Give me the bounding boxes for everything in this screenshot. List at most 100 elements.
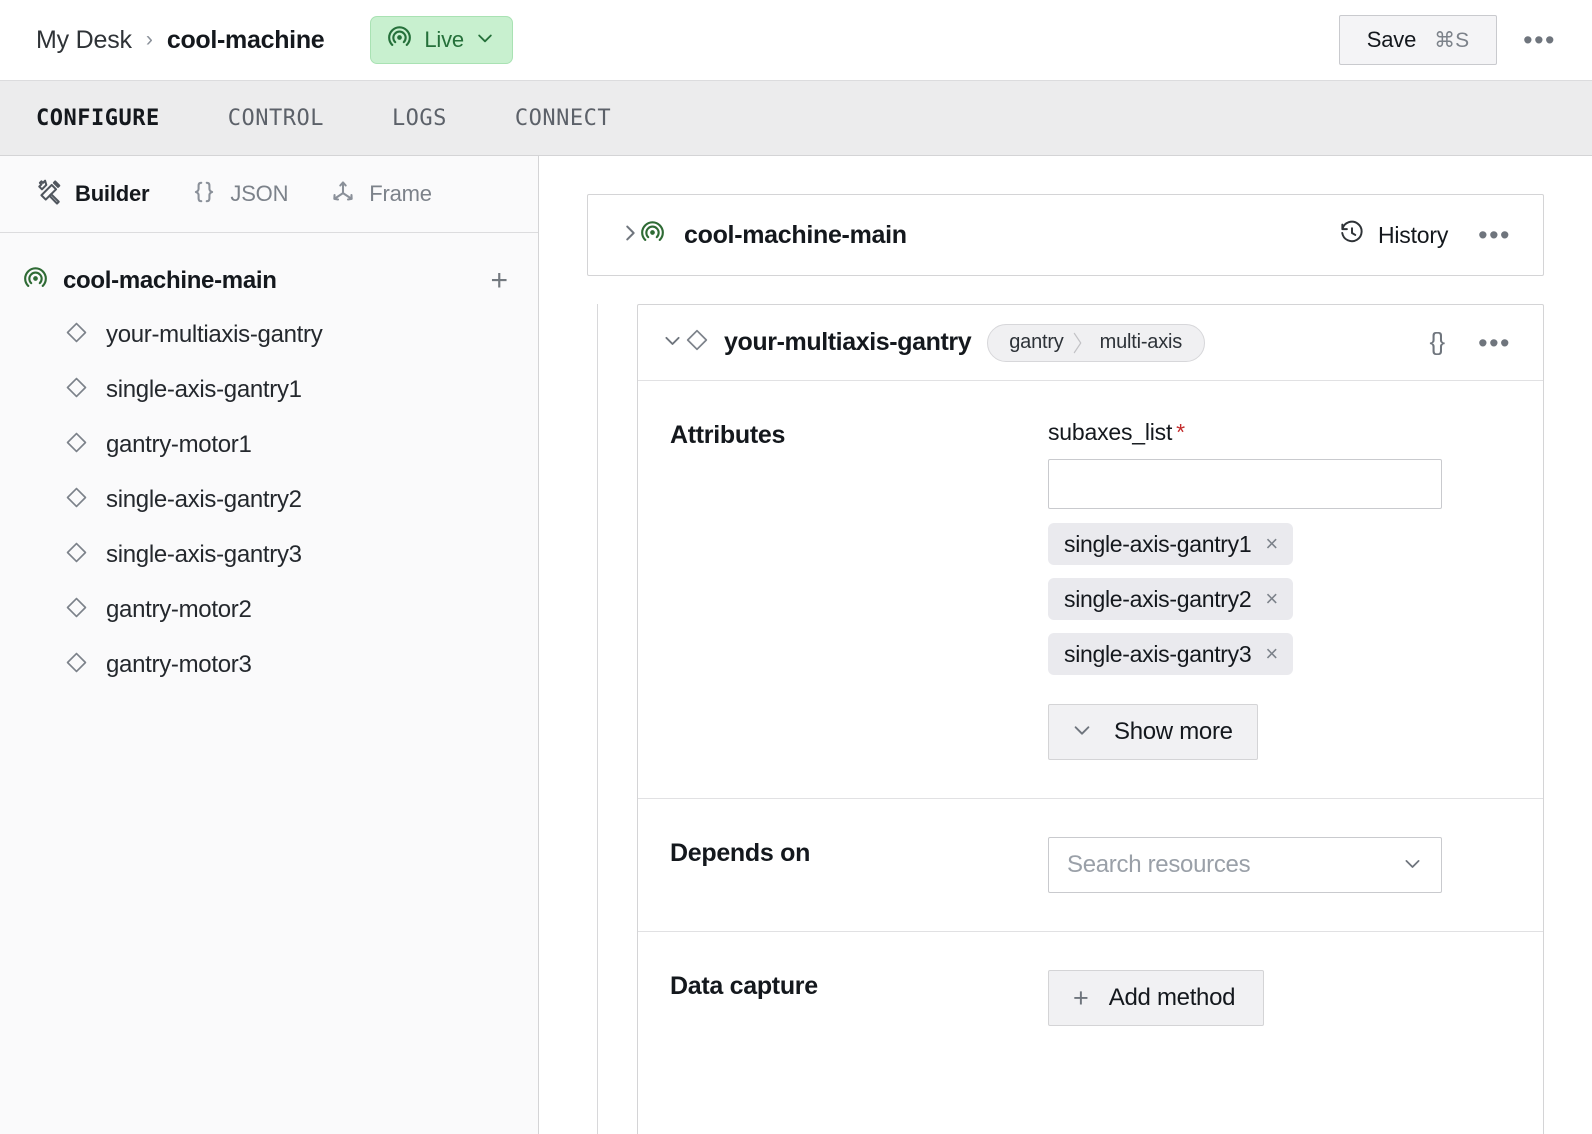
chip-single-axis-gantry2[interactable]: single-axis-gantry2 × xyxy=(1048,578,1294,620)
required-marker: * xyxy=(1176,419,1185,445)
badge-separator-icon xyxy=(1070,325,1086,361)
diamond-icon xyxy=(64,430,89,460)
chevron-down-icon xyxy=(1402,853,1423,878)
attributes-row: Attributes subaxes_list* single-axis-gan… xyxy=(638,381,1543,799)
diamond-icon xyxy=(64,595,89,625)
add-resource-button[interactable]: + xyxy=(490,264,508,297)
search-resources-placeholder: Search resources xyxy=(1067,851,1251,878)
depends-on-row: Depends on Search resources xyxy=(638,799,1543,932)
chip-row: single-axis-gantry2 × xyxy=(1048,578,1517,633)
tab-logs[interactable]: LOGS xyxy=(391,105,447,131)
resource-card-actions: {} ••• xyxy=(1429,328,1517,357)
add-method-label: Add method xyxy=(1108,984,1236,1011)
diamond-icon xyxy=(64,485,89,515)
close-icon[interactable]: × xyxy=(1265,641,1279,666)
main-tabs: CONFIGURE CONTROL LOGS CONNECT xyxy=(0,80,1592,156)
chip-single-axis-gantry1[interactable]: single-axis-gantry1 × xyxy=(1048,523,1294,565)
plus-icon: + xyxy=(1073,983,1089,1013)
diamond-icon xyxy=(64,375,89,405)
tree-root-item[interactable]: cool-machine-main + xyxy=(0,255,538,307)
tree-item-label: gantry-motor2 xyxy=(106,595,252,623)
resource-type-badge: gantry multi-axis xyxy=(987,323,1206,362)
data-capture-body: + Add method xyxy=(1048,970,1517,1026)
tree-item-label: single-axis-gantry3 xyxy=(106,540,302,568)
tools-icon xyxy=(36,179,62,210)
diamond-icon xyxy=(684,327,710,358)
clock-rewind-icon xyxy=(1339,220,1365,251)
tree-item-single-axis-gantry2[interactable]: single-axis-gantry2 xyxy=(0,472,538,527)
axes-icon xyxy=(330,179,356,210)
attributes-label: Attributes xyxy=(670,421,786,449)
sidebar-mode-frame-label: Frame xyxy=(369,181,432,206)
sidebar-mode-builder[interactable]: Builder xyxy=(36,179,150,210)
diamond-icon xyxy=(64,320,89,350)
chevron-right-icon[interactable] xyxy=(619,222,639,249)
depends-on-body: Search resources xyxy=(1048,837,1517,893)
broadcast-icon xyxy=(22,265,49,297)
status-badge[interactable]: Live xyxy=(370,16,513,64)
tab-configure[interactable]: CONFIGURE xyxy=(36,105,160,131)
tree-item-your-multiaxis-gantry[interactable]: your-multiaxis-gantry xyxy=(0,307,538,362)
chevron-down-icon[interactable] xyxy=(662,330,684,355)
search-resources-select[interactable]: Search resources xyxy=(1048,837,1442,893)
machine-title: cool-machine-main xyxy=(684,220,907,249)
sidebar-mode-json[interactable]: JSON xyxy=(191,179,288,210)
resource-overflow-button[interactable]: ••• xyxy=(1478,327,1511,358)
history-button-label: History xyxy=(1377,221,1449,248)
breadcrumb-current: cool-machine xyxy=(166,25,325,54)
breadcrumb: My Desk › cool-machine xyxy=(36,25,325,55)
subaxes-list-label-text: subaxes_list xyxy=(1048,419,1173,445)
breadcrumb-separator-icon: › xyxy=(145,28,153,51)
tree-item-label: single-axis-gantry1 xyxy=(106,375,302,403)
tree-item-gantry-motor2[interactable]: gantry-motor2 xyxy=(0,582,538,637)
machine-overflow-button[interactable]: ••• xyxy=(1478,220,1511,250)
close-icon[interactable]: × xyxy=(1265,531,1279,556)
tab-control[interactable]: CONTROL xyxy=(227,105,324,131)
top-bar-actions: Save ⌘S ••• xyxy=(1338,15,1562,65)
chip-label: single-axis-gantry2 xyxy=(1064,585,1252,612)
history-button[interactable]: History xyxy=(1339,220,1448,251)
resource-card: your-multiaxis-gantry gantry multi-axis … xyxy=(637,304,1544,1134)
sidebar-mode-frame[interactable]: Frame xyxy=(330,179,432,210)
machine-header-actions: History ••• xyxy=(1339,220,1517,251)
data-capture-label: Data capture xyxy=(670,972,818,1000)
add-method-button[interactable]: + Add method xyxy=(1048,970,1265,1026)
data-capture-row: Data capture + Add method xyxy=(638,932,1543,1064)
depends-on-label: Depends on xyxy=(670,839,811,867)
sidebar-mode-json-label: JSON xyxy=(230,181,289,206)
tree-item-label: single-axis-gantry2 xyxy=(106,485,302,513)
tree-item-single-axis-gantry3[interactable]: single-axis-gantry3 xyxy=(0,527,538,582)
chip-single-axis-gantry3[interactable]: single-axis-gantry3 × xyxy=(1048,633,1294,675)
sidebar: Builder JSON xyxy=(0,156,539,1134)
sidebar-mode-switch: Builder JSON xyxy=(0,156,538,233)
tree-item-gantry-motor1[interactable]: gantry-motor1 xyxy=(0,417,538,472)
top-bar-overflow-button[interactable]: ••• xyxy=(1523,25,1556,55)
close-icon[interactable]: × xyxy=(1265,586,1279,611)
resource-card-header: your-multiaxis-gantry gantry multi-axis … xyxy=(638,305,1543,381)
tree-item-single-axis-gantry1[interactable]: single-axis-gantry1 xyxy=(0,362,538,417)
sidebar-mode-builder-label: Builder xyxy=(75,181,150,206)
nesting-rail xyxy=(597,304,598,1134)
broadcast-icon xyxy=(639,219,666,251)
breadcrumb-root[interactable]: My Desk xyxy=(36,25,132,54)
resource-title: your-multiaxis-gantry xyxy=(724,328,972,356)
subaxes-list-input[interactable] xyxy=(1048,459,1442,509)
chip-row: single-axis-gantry1 × xyxy=(1048,523,1517,578)
braces-icon[interactable]: {} xyxy=(1429,328,1445,356)
chevron-down-icon[interactable] xyxy=(475,28,495,53)
chip-label: single-axis-gantry3 xyxy=(1064,640,1252,667)
tab-connect[interactable]: CONNECT xyxy=(514,105,612,131)
tree-item-label: your-multiaxis-gantry xyxy=(106,320,323,348)
badge-primary: gantry xyxy=(1009,331,1064,353)
save-button-label: Save xyxy=(1366,27,1417,52)
chevron-down-icon xyxy=(1071,719,1093,746)
machine-header-card: cool-machine-main History ••• xyxy=(587,194,1544,276)
show-more-label: Show more xyxy=(1114,718,1233,745)
tree-item-label: gantry-motor1 xyxy=(106,430,252,458)
diamond-icon xyxy=(64,540,89,570)
subaxes-chip-list: single-axis-gantry1 × single-axis-gantry… xyxy=(1048,523,1517,688)
show-more-button[interactable]: Show more xyxy=(1048,704,1258,760)
tree-item-gantry-motor3[interactable]: gantry-motor3 xyxy=(0,637,538,692)
diamond-icon xyxy=(64,650,89,680)
save-button[interactable]: Save ⌘S xyxy=(1338,15,1498,65)
